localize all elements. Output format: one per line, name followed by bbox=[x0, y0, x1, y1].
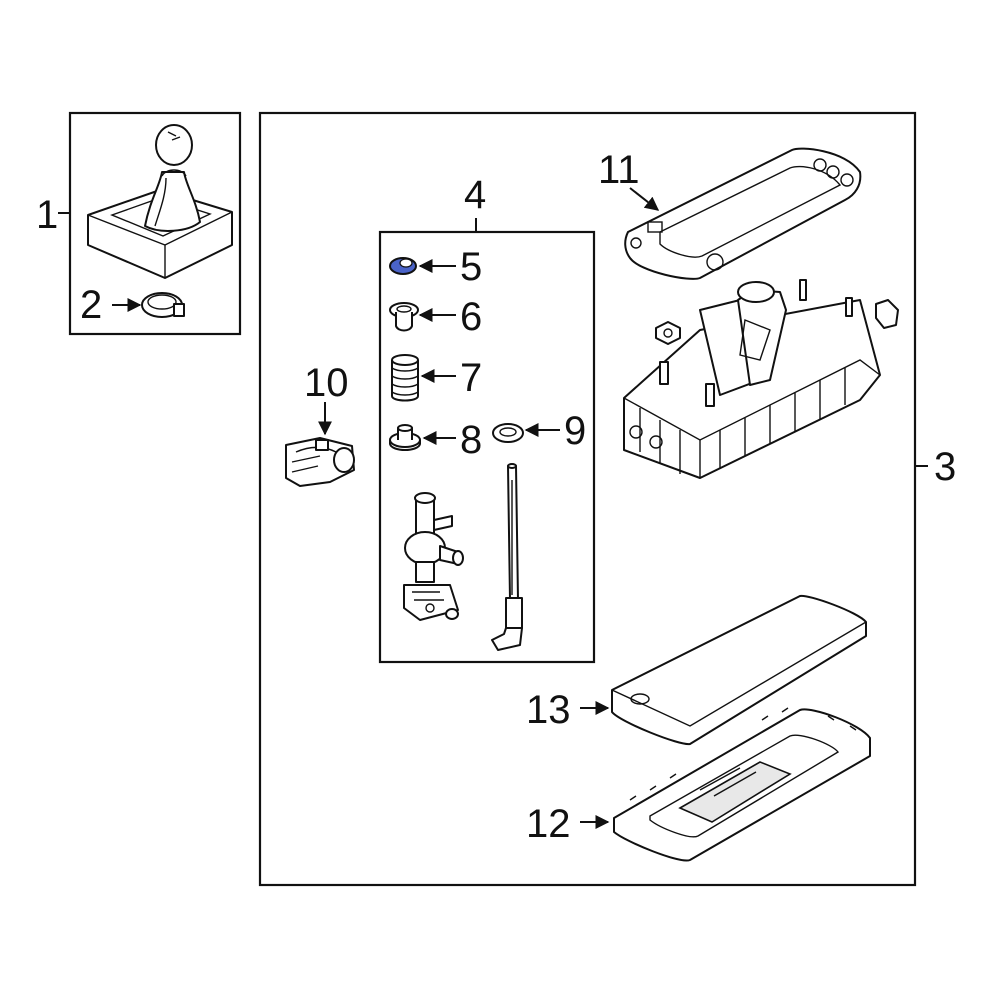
callout-7: 7 bbox=[460, 356, 482, 400]
callout-13: 13 bbox=[526, 688, 571, 732]
callout-6: 6 bbox=[460, 295, 482, 339]
top-gasket-part[interactable] bbox=[624, 147, 862, 280]
base-tray-part[interactable] bbox=[613, 707, 871, 862]
callout-10: 10 bbox=[304, 361, 349, 405]
callout-1: 1 bbox=[36, 193, 58, 237]
bushing-part[interactable] bbox=[389, 302, 419, 332]
callout-8: 8 bbox=[460, 418, 482, 462]
shift-rod-part[interactable] bbox=[491, 463, 523, 651]
shift-knob-group-frame bbox=[68, 111, 242, 336]
callout-11: 11 bbox=[598, 148, 640, 192]
guide-bushing-part[interactable] bbox=[389, 424, 421, 451]
callout-9: 9 bbox=[564, 409, 586, 453]
retaining-clip-part[interactable] bbox=[389, 257, 417, 275]
callout-2: 2 bbox=[80, 283, 102, 327]
shift-lever-subgroup-frame bbox=[378, 230, 596, 664]
spring-part[interactable] bbox=[391, 354, 419, 402]
cable-bracket-part[interactable] bbox=[285, 437, 355, 487]
callout-3: 3 bbox=[934, 445, 956, 489]
clamp-ring-part[interactable] bbox=[141, 292, 185, 318]
shift-knob-boot-part[interactable] bbox=[87, 124, 233, 279]
shift-lever-housing-part[interactable] bbox=[403, 492, 464, 621]
shifter-assembly-frame bbox=[258, 111, 917, 887]
washer-part[interactable] bbox=[492, 423, 524, 443]
shifter-housing-part[interactable] bbox=[623, 279, 899, 479]
bottom-cover-part[interactable] bbox=[611, 594, 867, 746]
arrow-11 bbox=[629, 187, 660, 211]
callout-12: 12 bbox=[526, 802, 571, 846]
callout-4: 4 bbox=[464, 173, 486, 217]
callout-5: 5 bbox=[460, 245, 482, 289]
